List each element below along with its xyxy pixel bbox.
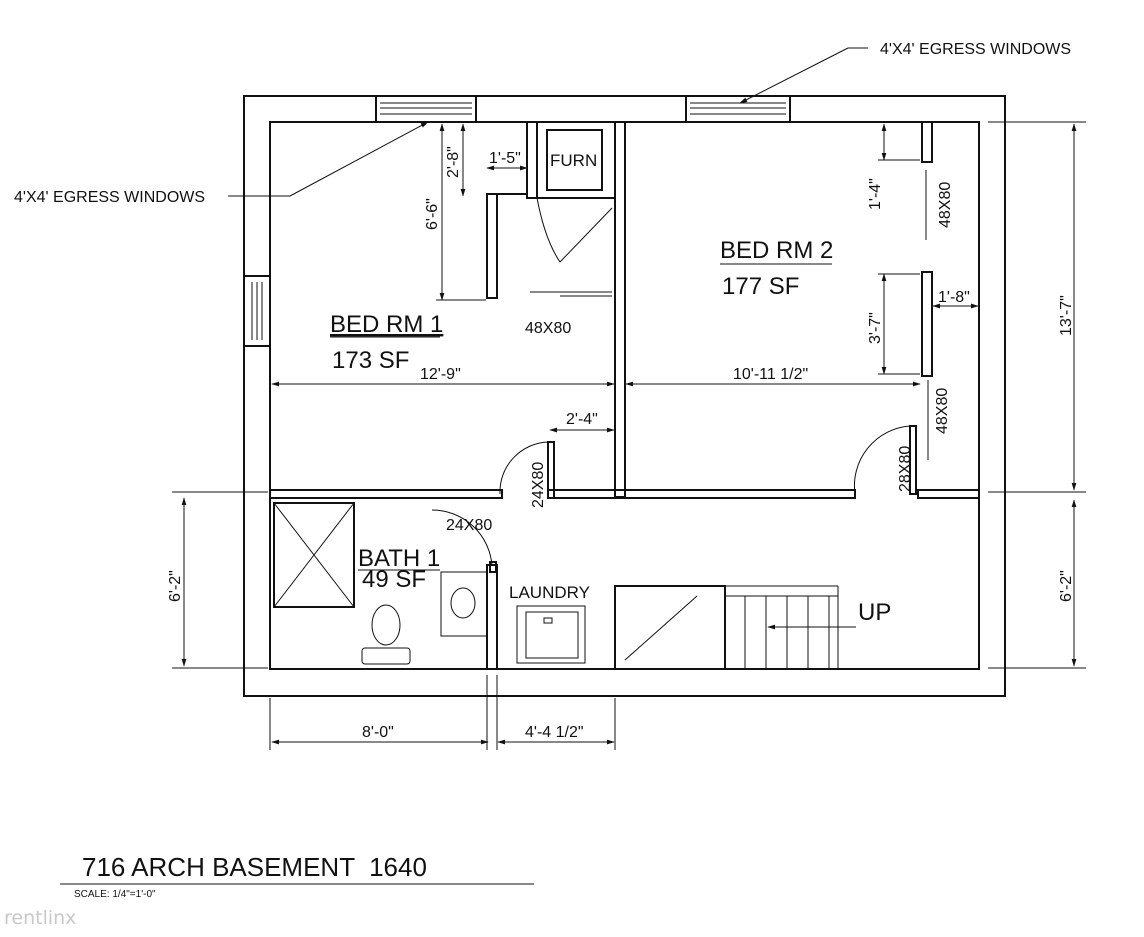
dim-1-4: 1'-4"	[867, 178, 884, 210]
dimension-lines	[172, 121, 1086, 750]
furnace: FURN	[546, 129, 603, 191]
egress-window-top-left	[375, 95, 477, 123]
dim-3-7: 3'-7"	[867, 312, 884, 344]
dim-2-4: 2'-4"	[566, 411, 598, 428]
door-label-bed2: 28X80	[897, 446, 914, 492]
dim-6-2-left: 6'-2"	[167, 570, 184, 602]
laundry-label: LAUNDRY	[509, 583, 590, 602]
room-name-bath: BATH 1	[358, 545, 440, 572]
door-label-bed1: 24X80	[530, 462, 547, 508]
plan-scale: SCALE: 1/4"=1'-0"	[74, 889, 156, 900]
room-name-bed2: BED RM 2	[720, 237, 833, 264]
closet2-door	[925, 170, 929, 460]
dim-4-4: 4'-4 1/2"	[525, 724, 584, 741]
door-label-closet2a: 48X80	[937, 182, 954, 228]
egress-window-top-right	[685, 95, 791, 123]
closet1-door	[530, 197, 613, 297]
sink	[440, 571, 488, 637]
egress-label-left: 4'X4' EGRESS WINDOWS	[14, 189, 205, 206]
egress-leader-left: 4'X4' EGRESS WINDOWS	[14, 121, 429, 206]
dim-2-8: 2'-8"	[445, 146, 462, 178]
window-left	[243, 275, 271, 347]
dim-1-8: 1'-8"	[938, 289, 970, 306]
door-label-bath: 24X80	[446, 517, 492, 534]
up-label: UP	[858, 599, 891, 626]
door-bath	[431, 509, 497, 573]
room-area-bed1: 173 SF	[332, 347, 409, 374]
room-area-bed2: 177 SF	[722, 273, 799, 300]
dim-12-9: 12'-9"	[420, 366, 461, 383]
dim-10-11: 10'-11 1/2"	[733, 366, 808, 383]
egress-label-top: 4'X4' EGRESS WINDOWS	[880, 41, 1071, 58]
toilet	[361, 604, 411, 665]
door-label-closet1: 48X80	[525, 320, 571, 337]
stairs	[624, 585, 856, 669]
watermark-logo: rentlinx	[4, 907, 76, 929]
shower	[273, 502, 355, 608]
plan-title: 716 ARCH BASEMENT 1640	[82, 852, 427, 882]
furn-label: FURN	[550, 151, 597, 170]
dim-1-5: 1'-5"	[489, 150, 521, 167]
door-label-closet2b: 48X80	[934, 388, 951, 434]
dim-13-7: 13'-7"	[1058, 295, 1075, 336]
dim-8-0: 8'-0"	[362, 724, 394, 741]
dim-6-2-right: 6'-2"	[1058, 570, 1075, 602]
door-bed2	[853, 425, 917, 495]
room-name-bed1: BED RM 1	[330, 311, 443, 338]
dim-6-6: 6'-6"	[424, 198, 441, 230]
room-area-bath: 49 SF	[362, 566, 426, 593]
door-bed1	[499, 441, 555, 499]
washer	[516, 605, 586, 664]
egress-leader-top: 4'X4' EGRESS WINDOWS	[739, 41, 1071, 104]
